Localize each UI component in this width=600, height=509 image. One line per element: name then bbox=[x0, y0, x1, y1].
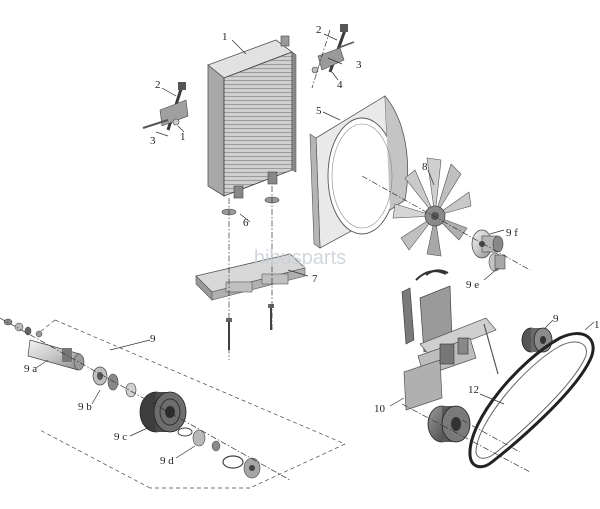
callout-6: 6 bbox=[243, 217, 249, 229]
cooling-fan bbox=[392, 157, 472, 257]
callout-9-group: 9 bbox=[150, 333, 156, 345]
left-bracket-assembly bbox=[142, 82, 189, 131]
idler-pulley-lower bbox=[427, 405, 471, 443]
callout-9-right: 9 bbox=[553, 313, 559, 325]
mounting-bolts bbox=[226, 304, 274, 350]
radiator bbox=[207, 35, 297, 199]
callout-3-left: 3 bbox=[150, 135, 156, 147]
callout-9f: 9 f bbox=[506, 227, 518, 239]
fan-hub-9f bbox=[471, 229, 504, 259]
callout-12: 12 bbox=[468, 384, 479, 396]
callout-9b: 9 b bbox=[78, 401, 92, 413]
drive-belt bbox=[468, 332, 595, 469]
isolator-washers bbox=[221, 196, 280, 216]
callout-2-left: 2 bbox=[155, 79, 161, 91]
radiator-base-bracket bbox=[195, 253, 306, 301]
callout-10: 10 bbox=[374, 403, 386, 415]
leader-lines bbox=[35, 33, 595, 459]
callout-4-top: 4 bbox=[337, 79, 343, 91]
callout-1-radiator: 1 bbox=[222, 31, 228, 43]
hub-9e bbox=[488, 252, 506, 272]
callout-9e: 9 e bbox=[466, 279, 479, 291]
callout-5: 5 bbox=[316, 105, 322, 117]
callout-9a: 9 a bbox=[24, 363, 37, 375]
callout-8: 8 bbox=[422, 161, 428, 173]
callout-2-top: 2 bbox=[316, 24, 322, 36]
axis-lines bbox=[0, 29, 531, 481]
callout-7: 7 bbox=[312, 273, 318, 285]
pulley-right-9 bbox=[521, 327, 553, 353]
callouts: 1 2 3 4 2 3 1 5 6 7 8 9 f 9 e 9 9 a 9 b … bbox=[24, 24, 600, 467]
tensioner-assembly bbox=[401, 269, 499, 411]
group-outline-9 bbox=[39, 319, 346, 489]
callout-3-top: 3 bbox=[356, 59, 362, 71]
watermark: hibusparts bbox=[254, 247, 346, 269]
callout-9c: 9 c bbox=[114, 431, 127, 443]
callout-1-left: 1 bbox=[180, 131, 186, 143]
callout-1-edge: 1 bbox=[594, 319, 600, 331]
callout-9d: 9 d bbox=[160, 455, 174, 467]
fan-shroud bbox=[309, 95, 409, 249]
pulley-shaft-assembly bbox=[3, 318, 261, 479]
